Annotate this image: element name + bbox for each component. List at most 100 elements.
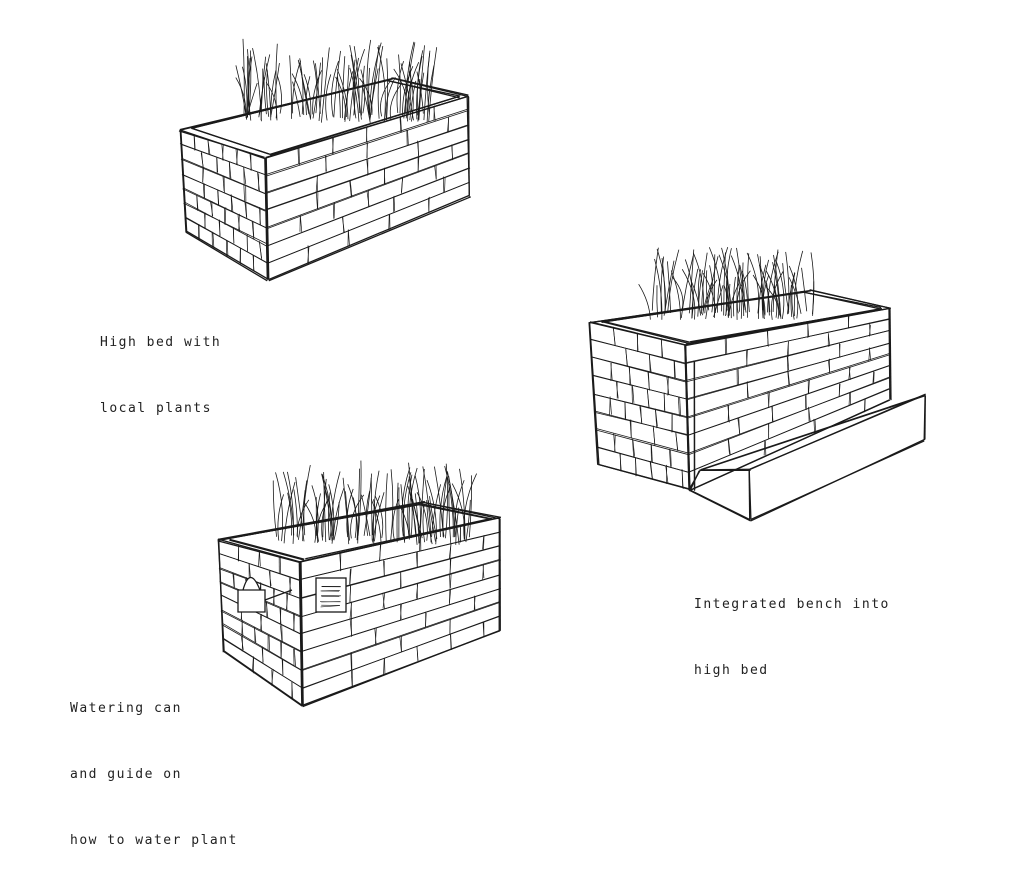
brick-joint <box>380 544 381 560</box>
sketch-line <box>269 195 469 279</box>
grass-blade <box>236 65 247 119</box>
label-line: how to water plant <box>70 830 238 852</box>
guide-sign <box>316 578 346 612</box>
label-line: Integrated bench into <box>694 594 890 616</box>
brick-joint <box>300 216 301 233</box>
rim <box>191 128 270 154</box>
brick-joint <box>450 543 451 558</box>
brick-joint <box>809 379 810 393</box>
rim <box>690 309 882 342</box>
brick-joint <box>676 433 678 451</box>
grass-blade <box>293 61 301 114</box>
label-line: local plants <box>100 398 221 420</box>
brick-joint <box>678 397 679 416</box>
brick-joint <box>253 221 254 238</box>
brick-joint <box>333 204 334 219</box>
label-high-bed: High bed with local plants <box>100 288 221 442</box>
grass-blade <box>338 76 341 118</box>
sketch-line <box>751 441 924 520</box>
brick-joint <box>281 641 282 658</box>
brick-joint <box>739 417 740 434</box>
sketch-line <box>218 502 425 540</box>
brick-joint <box>316 193 317 209</box>
brick-joint <box>269 635 270 650</box>
brick-joint <box>633 386 634 403</box>
grass-blade <box>371 478 372 541</box>
grass-blade <box>370 69 378 121</box>
brick-joint <box>260 551 261 566</box>
bench-bed-sketch <box>589 247 926 521</box>
grass-blade <box>369 68 370 118</box>
sketch-line <box>690 491 750 521</box>
brick-line <box>689 377 891 455</box>
grass-blade <box>794 251 802 316</box>
sketch-line <box>599 464 691 489</box>
grass-blade <box>276 472 283 541</box>
brick-joint <box>680 397 681 416</box>
watering-can-icon <box>238 578 292 613</box>
grass-blade <box>387 58 388 120</box>
brick-joint <box>626 349 628 366</box>
sketch-line <box>750 395 925 469</box>
brick-joint <box>351 653 352 670</box>
sketch-line <box>701 469 750 470</box>
grass-blade <box>391 469 393 540</box>
brick-joint <box>450 574 451 588</box>
label-line: Watering can <box>70 698 238 720</box>
brick-joint <box>653 426 655 445</box>
brick-joint <box>203 183 204 198</box>
grass-blade <box>668 250 679 312</box>
label-bench: Integrated bench into high bed <box>694 550 890 704</box>
brick-joint <box>408 130 409 145</box>
grass-blade <box>664 261 674 316</box>
brick-joint <box>244 184 245 200</box>
sketch-line <box>426 503 501 519</box>
brick-joint <box>613 328 615 345</box>
brick-line <box>690 389 889 472</box>
label-line: High bed with <box>100 332 221 354</box>
brick-joint <box>227 241 228 257</box>
grass-blade <box>657 285 658 317</box>
brick-joint <box>259 241 261 259</box>
grass-blade <box>294 490 298 538</box>
brick-joint <box>259 551 260 566</box>
label-line: and guide on <box>70 764 238 786</box>
rim <box>602 321 690 342</box>
grass-blade <box>652 248 658 311</box>
brick-joint <box>648 371 649 390</box>
grass-blade <box>364 474 372 536</box>
brick-joint <box>769 393 770 407</box>
brick-joint <box>294 649 295 666</box>
grass-blade <box>397 483 398 543</box>
label-line: high bed <box>694 660 890 682</box>
brick-joint <box>299 148 300 165</box>
sketch-line <box>269 197 471 281</box>
rim <box>229 540 303 560</box>
brick-joint <box>849 393 850 406</box>
brick-joint <box>647 389 649 407</box>
grass-blade <box>334 502 339 540</box>
grass-blade <box>290 55 292 118</box>
grass-blade <box>399 55 401 114</box>
brick-joint <box>201 153 203 169</box>
grass-blade <box>393 499 399 540</box>
grass-blade <box>277 76 281 114</box>
high-bed-sketch <box>179 39 471 281</box>
brick-joint <box>445 177 446 192</box>
brick-joint <box>726 337 727 355</box>
grass-blade <box>292 74 304 115</box>
grass-blade <box>434 467 443 538</box>
brick-joint <box>649 355 650 372</box>
label-watering: Watering can and guide on how to water p… <box>70 654 238 874</box>
grass-blade <box>802 268 807 312</box>
watering-bed-sketch <box>218 461 501 707</box>
brick-joint <box>416 552 417 567</box>
grass-blade <box>319 57 323 120</box>
sketch-line <box>690 400 890 490</box>
brick-line <box>266 111 467 176</box>
brick-joint <box>298 147 299 163</box>
brick-joint <box>450 574 451 588</box>
brick-joint <box>280 556 281 574</box>
brick-line <box>302 615 501 688</box>
brick-joint <box>225 207 226 225</box>
